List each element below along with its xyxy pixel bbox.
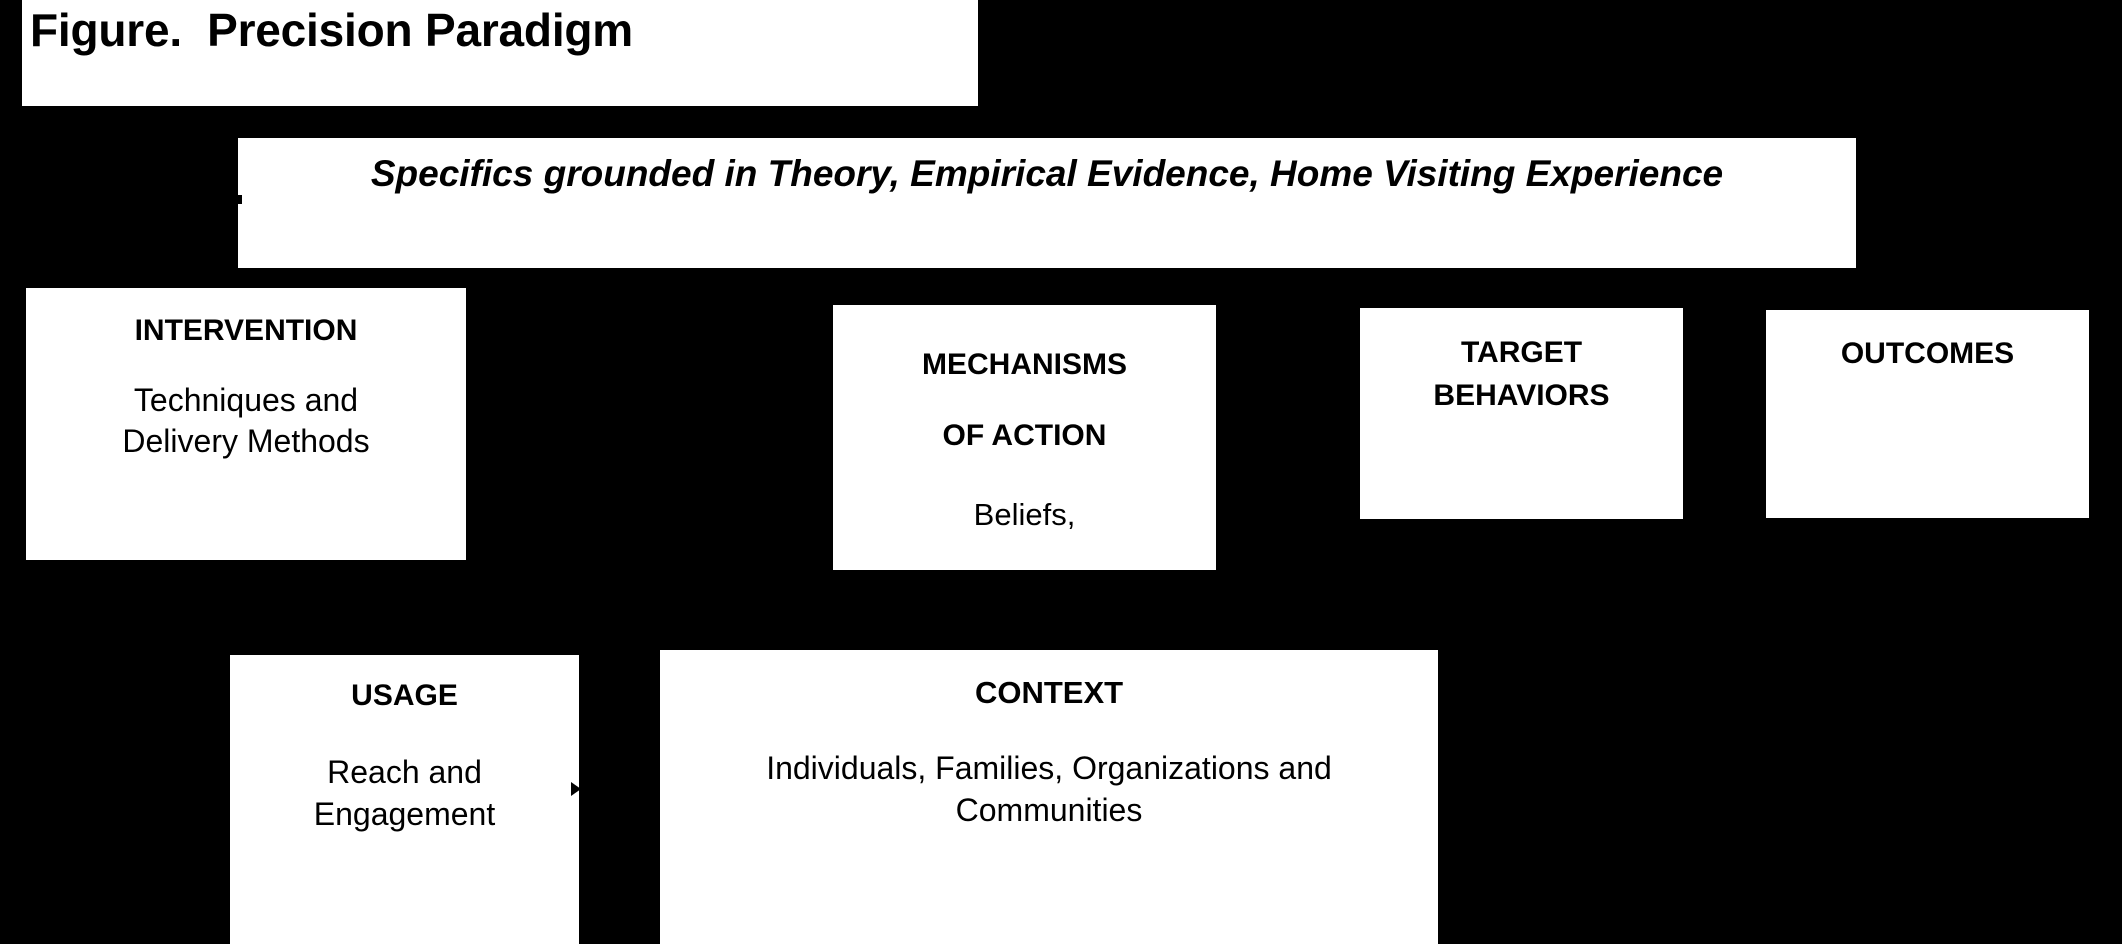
grounding-statement-text: Specifics grounded in Theory, Empirical … bbox=[370, 153, 1724, 194]
subtitle-edge-notch bbox=[236, 195, 242, 204]
figure-title-box: Figure. Precision Paradigm bbox=[22, 0, 978, 106]
mechanisms-of-action-body: Beliefs, bbox=[973, 497, 1076, 532]
target-behaviors-box: TARGET BEHAVIORS bbox=[1360, 308, 1683, 519]
context-body: Individuals, Families, Organizations and… bbox=[766, 749, 1332, 829]
outcomes-box: OUTCOMES bbox=[1766, 310, 2089, 518]
usage-body: Reach and Engagement bbox=[313, 753, 496, 832]
intervention-box: INTERVENTION Techniques and Delivery Met… bbox=[26, 288, 466, 560]
context-heading: CONTEXT bbox=[974, 675, 1124, 710]
figure-title: Figure. Precision Paradigm bbox=[30, 4, 633, 56]
outcomes-heading: OUTCOMES bbox=[1840, 337, 2015, 370]
intervention-body: Techniques and Delivery Methods bbox=[122, 381, 370, 460]
context-box: CONTEXT Individuals, Families, Organizat… bbox=[660, 650, 1438, 944]
intervention-heading: INTERVENTION bbox=[134, 314, 358, 347]
mechanisms-of-action-heading: MECHANISMS OF ACTION bbox=[921, 348, 1127, 452]
mechanisms-of-action-box: MECHANISMS OF ACTION Beliefs, bbox=[833, 305, 1216, 570]
usage-heading: USAGE bbox=[351, 679, 458, 712]
target-behaviors-heading: TARGET BEHAVIORS bbox=[1433, 336, 1610, 412]
usage-box: USAGE Reach and Engagement bbox=[230, 655, 579, 944]
grounding-statement-box: Specifics grounded in Theory, Empirical … bbox=[238, 138, 1856, 268]
arrow-right-icon bbox=[571, 782, 581, 796]
